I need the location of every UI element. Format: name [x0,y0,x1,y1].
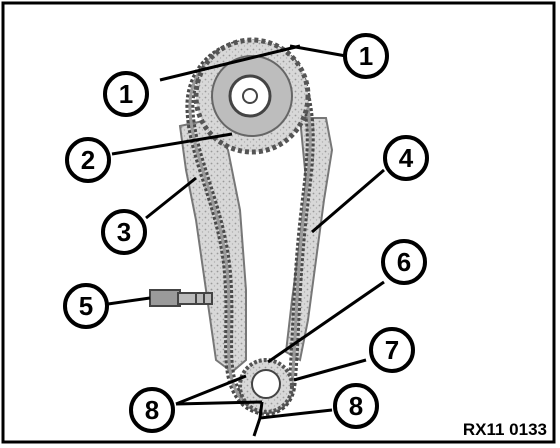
camshaft-sprocket [193,37,311,155]
tensioning-rail [178,118,247,374]
callout-3: 3 [101,209,147,255]
callout-4: 4 [383,135,429,181]
svg-text:8: 8 [145,395,159,425]
chain-tensioner [149,289,213,307]
callout-8b: 8 [333,383,379,429]
crankshaft-sprocket [238,358,294,414]
callout-1a: 1 [103,71,149,117]
svg-text:2: 2 [81,145,95,175]
leader-lines [107,44,385,437]
svg-text:1: 1 [359,41,373,71]
svg-text:5: 5 [79,291,93,321]
svg-text:6: 6 [397,247,411,277]
svg-text:4: 4 [399,143,414,173]
svg-text:1: 1 [119,79,133,109]
figure-reference-code: RX11 0133 [463,420,547,439]
svg-text:3: 3 [117,217,131,247]
callout-6: 6 [381,239,427,285]
svg-text:8: 8 [349,391,363,421]
callout-8a: 8 [129,387,175,433]
callout-1b: 1 [343,33,389,79]
callout-7: 7 [369,327,415,373]
callout-2: 2 [65,137,111,183]
callout-5: 5 [63,283,109,329]
svg-text:7: 7 [385,335,399,365]
